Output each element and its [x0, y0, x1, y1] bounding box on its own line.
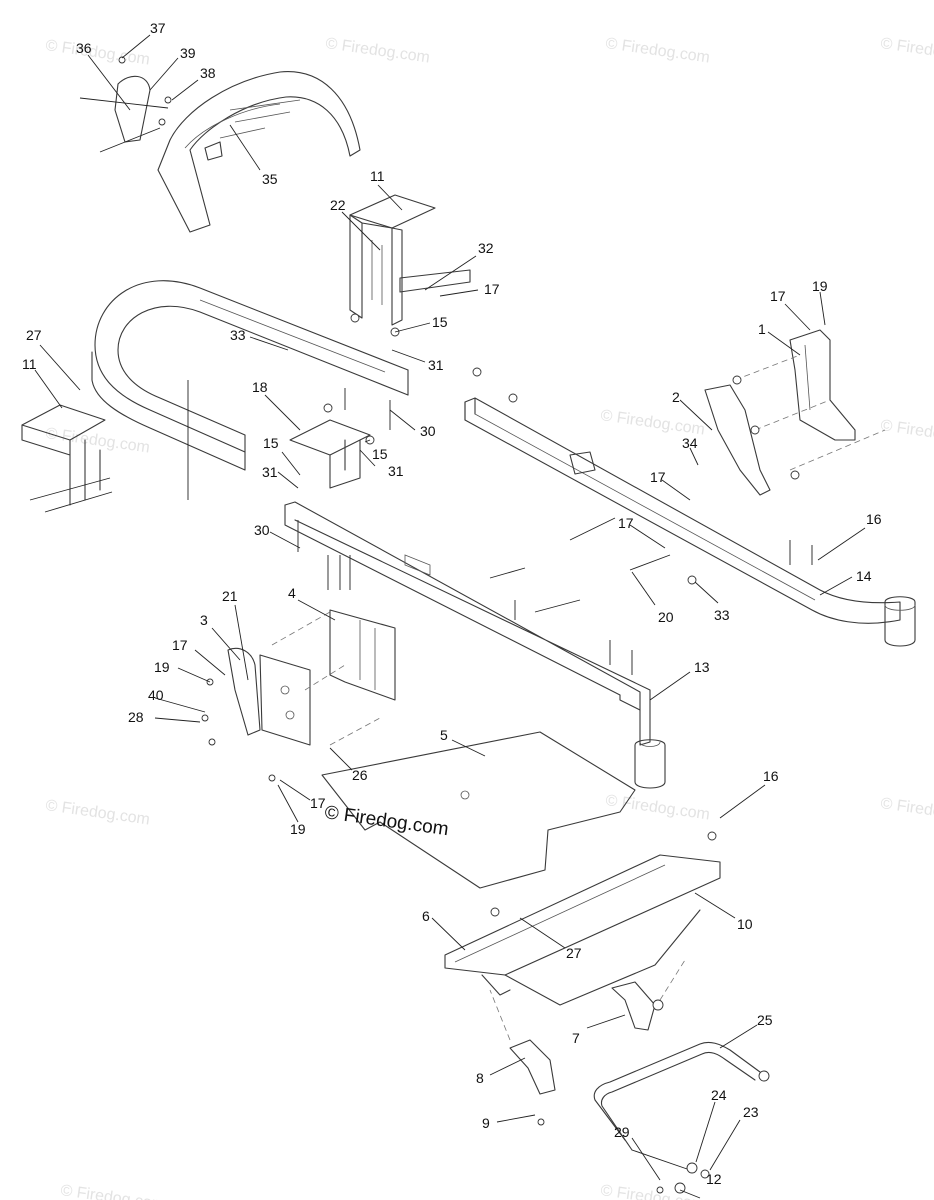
callout-24: 24: [711, 1087, 727, 1103]
callout-26: 26: [352, 767, 368, 783]
callout-13: 13: [694, 659, 710, 675]
part-14-right-rail: [464, 397, 916, 647]
callout-2: 2: [672, 389, 680, 405]
callout-30: 30: [420, 423, 436, 439]
callout-12: 12: [706, 1171, 722, 1187]
callout-16: 16: [763, 768, 779, 784]
callout-14: 14: [856, 568, 872, 584]
bolts-30: [187, 380, 391, 590]
part-8-bracket: [489, 989, 556, 1126]
callout-23: 23: [743, 1104, 759, 1120]
callout-37: 37: [150, 20, 166, 36]
part-21-plate: [259, 654, 311, 746]
callout-22: 22: [330, 197, 346, 213]
leader-lines: [34, 34, 866, 1199]
callout-17: 17: [618, 515, 634, 531]
mount-dashes: [732, 354, 886, 480]
part-11-upper-bracket: [349, 194, 471, 337]
callout-25: 25: [757, 1012, 773, 1028]
part-36-bracket: [79, 56, 172, 153]
callout-5: 5: [440, 727, 448, 743]
callout-33: 33: [714, 607, 730, 623]
callout-7: 7: [572, 1030, 580, 1046]
part-7-bracket: [611, 959, 686, 1031]
watermark: © Firedog.com: [599, 407, 705, 438]
callout-11: 11: [370, 168, 385, 184]
callout-34: 34: [682, 435, 698, 451]
callout-3: 3: [200, 612, 208, 628]
callout-17: 17: [484, 281, 500, 297]
callout-19: 19: [290, 821, 306, 837]
callout-8: 8: [476, 1070, 484, 1086]
callout-31: 31: [428, 357, 444, 373]
part-3-plate: [227, 647, 261, 736]
part-2-plate: [704, 384, 771, 496]
callout-38: 38: [200, 65, 216, 81]
watermark-layer: © Firedog.com © Firedog.com © Firedog.co…: [44, 35, 934, 1200]
hardware-24-23-29-12: [656, 1162, 710, 1194]
callout-30: 30: [254, 522, 270, 538]
callout-21: 21: [222, 588, 238, 604]
callout-19: 19: [812, 278, 828, 294]
watermark: © Firedog.com: [324, 35, 430, 66]
callout-17: 17: [650, 469, 666, 485]
callout-15: 15: [432, 314, 448, 330]
callout-19: 19: [154, 659, 170, 675]
callout-28: 28: [128, 709, 144, 725]
part-5-floor-panel: [321, 731, 636, 889]
callout-36: 36: [76, 40, 92, 56]
watermark-main: © Firedog.com: [323, 802, 450, 840]
callout-4: 4: [288, 585, 296, 601]
callout-6: 6: [422, 908, 430, 924]
callout-27: 27: [566, 945, 582, 961]
frame-bolts: [472, 367, 813, 675]
watermark: © Firedog.com: [44, 37, 150, 68]
part-1-plate: [789, 329, 856, 441]
callout-33: 33: [230, 327, 246, 343]
callout-32: 32: [478, 240, 494, 256]
callout-16: 16: [866, 511, 882, 527]
callout-18: 18: [252, 379, 268, 395]
part-35-fender: [157, 71, 361, 233]
callout-11: 11: [22, 356, 37, 372]
callout-31: 31: [262, 464, 278, 480]
callout-29: 29: [614, 1124, 630, 1140]
callout-20: 20: [658, 609, 674, 625]
part-6-bracket: [444, 831, 721, 1006]
watermark: © Firedog.com: [599, 1182, 705, 1200]
rear-u-frame: [91, 280, 409, 471]
callout-10: 10: [737, 916, 753, 932]
watermark: © Firedog.com: [879, 35, 934, 66]
watermark: © Firedog.com: [604, 792, 710, 823]
callout-40: 40: [148, 687, 164, 703]
callout-27: 27: [26, 327, 42, 343]
part-13-front-frame: [284, 501, 666, 789]
callout-39: 39: [180, 45, 196, 61]
watermark: © Firedog.com: [59, 1182, 165, 1200]
callout-15: 15: [372, 446, 388, 462]
watermark: © Firedog.com: [879, 795, 934, 826]
watermark: © Firedog.com: [604, 35, 710, 66]
callout-17: 17: [172, 637, 188, 653]
part-11-left-bracket: [21, 404, 113, 513]
watermark: © Firedog.com: [879, 417, 934, 448]
callout-17: 17: [310, 795, 326, 811]
callout-15: 15: [263, 435, 279, 451]
callout-31: 31: [388, 463, 404, 479]
callout-9: 9: [482, 1115, 490, 1131]
callout-17: 17: [770, 288, 786, 304]
callout-35: 35: [262, 171, 278, 187]
callout-labels: 37 36 39 38 35 11 22 32 17 15 33 31 27 1…: [22, 20, 882, 1187]
watermark: © Firedog.com: [44, 797, 150, 828]
callout-1: 1: [758, 321, 766, 337]
side-dashes: [201, 611, 381, 782]
part-4-plate: [329, 609, 396, 701]
part-18-bracket: [289, 403, 375, 489]
